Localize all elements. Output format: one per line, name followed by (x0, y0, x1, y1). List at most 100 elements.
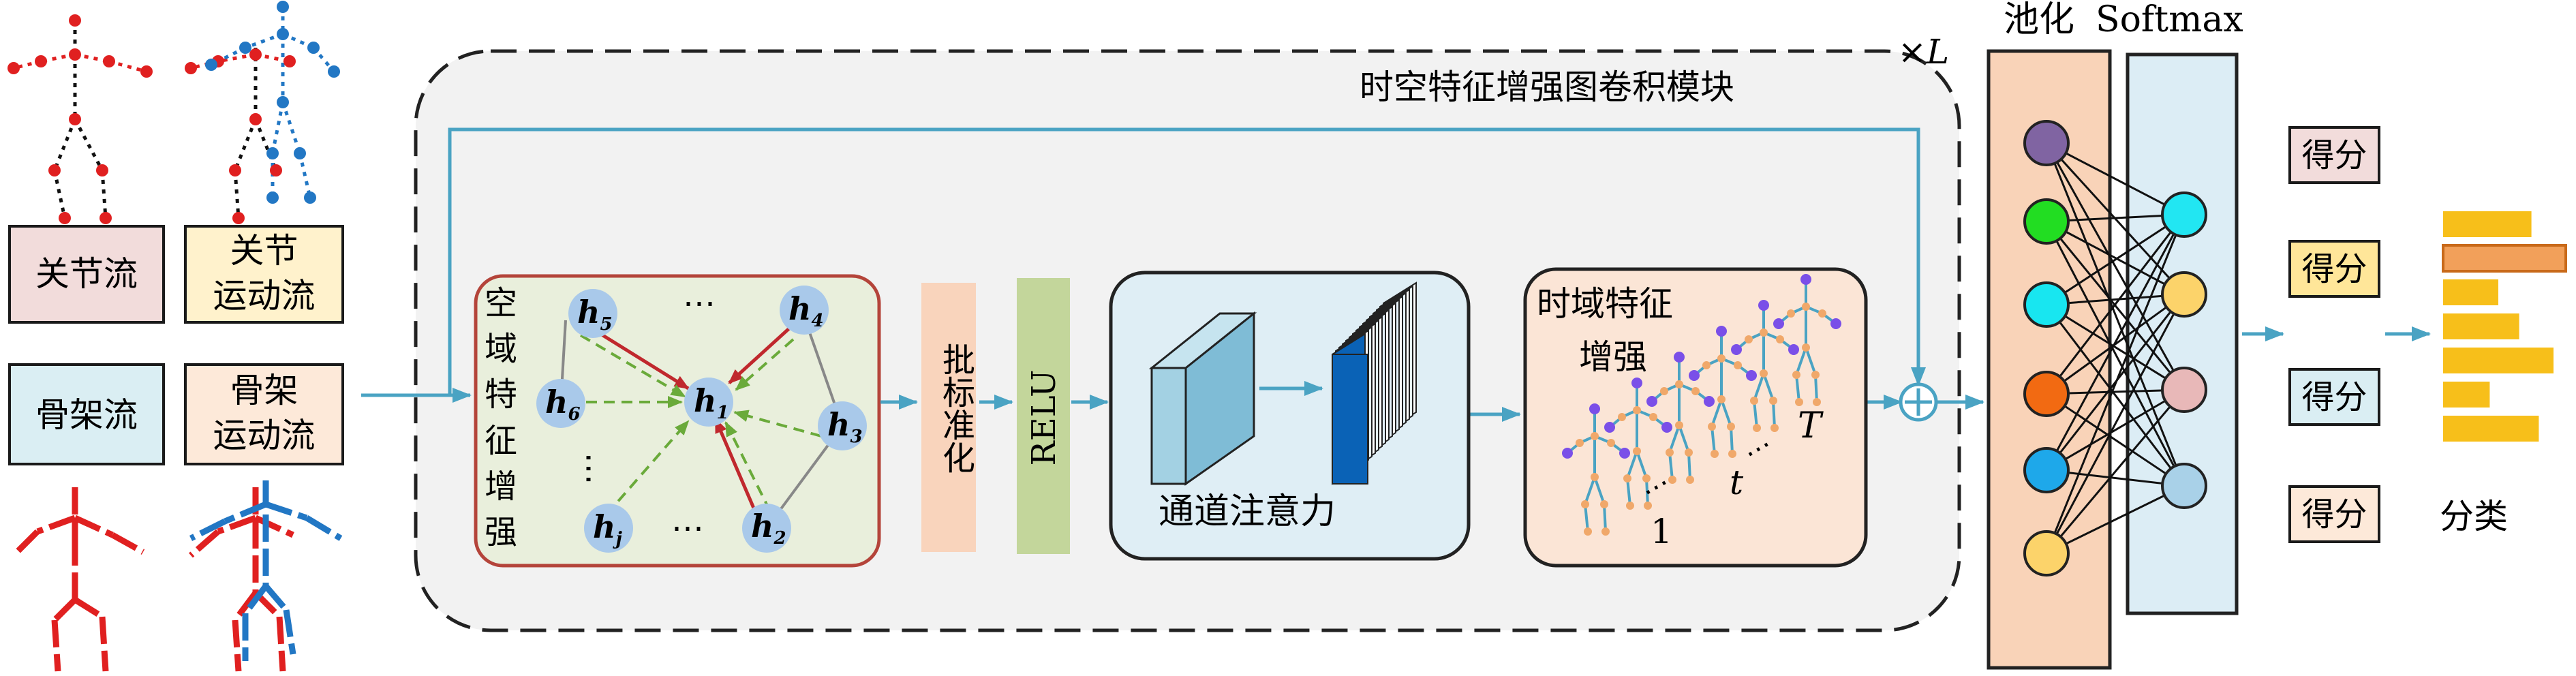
fc-line (2045, 294, 2186, 554)
skeleton-joint (1813, 398, 1821, 406)
fc-line (2046, 303, 2185, 391)
class-bar (2443, 416, 2539, 442)
score-box-3: 得分 (2288, 368, 2380, 426)
joint-stream-label: 关节流 (35, 254, 138, 294)
score-box-1: 得分 (2288, 126, 2380, 184)
fc-line (2046, 213, 2185, 306)
skeleton-joint (1649, 413, 1657, 421)
temporal-t: t (1730, 463, 1744, 502)
skeleton-joint (1631, 378, 1642, 388)
softmax-nodes (2161, 191, 2207, 509)
class-bar (2443, 211, 2532, 237)
fc-line (2046, 393, 2185, 487)
skeleton-joint (1760, 328, 1768, 337)
fc-line (2045, 142, 2186, 390)
skeleton-bone (1753, 373, 1765, 401)
skeleton-joint (1576, 439, 1584, 447)
skeleton-joint (1704, 396, 1715, 407)
fc-line (2046, 388, 2185, 472)
skeleton-joint (1717, 395, 1726, 403)
skeleton-joint (1802, 343, 1810, 352)
bone-motion-label-line2: 运动流 (213, 416, 316, 455)
skeleton-bone (1795, 347, 1807, 375)
skeleton-joint (1702, 361, 1711, 369)
skeleton-bone-motion-icon (189, 480, 343, 672)
skeleton-joint (1787, 309, 1795, 318)
node-h1: h1 (694, 382, 729, 424)
skeleton-joint (1591, 473, 1599, 481)
skeleton-joint (1623, 474, 1631, 482)
skeleton-joint (1618, 413, 1626, 421)
skeleton-joint (1753, 424, 1761, 432)
skeleton-bone (1772, 400, 1776, 429)
feature-block-icon (1148, 311, 1257, 486)
class-bar (2443, 348, 2554, 373)
skeleton-bone (1645, 478, 1649, 506)
temporal-label-line1: 时域特征 (1537, 284, 1673, 324)
skeleton-bone (1678, 425, 1690, 453)
joint-motion-label-line2: 运动流 (213, 276, 316, 316)
skeleton-joint (1800, 274, 1811, 285)
skeleton-joint (1716, 326, 1727, 337)
skeleton-joint (1770, 424, 1779, 432)
joint-motion-label-line1: 关节 (230, 231, 298, 271)
fc-line (2045, 214, 2186, 471)
fc-line (2046, 485, 2185, 555)
pooling-title: 池化 (2004, 0, 2075, 40)
skeleton-joint (1788, 344, 1799, 355)
softmax-title: Softmax (2096, 0, 2243, 40)
skeleton-joint (1584, 527, 1592, 536)
class-score-bars (2442, 211, 2567, 442)
skeleton-joint (1717, 354, 1726, 363)
skeleton-bone (1668, 452, 1674, 480)
fc-line (2045, 304, 2186, 487)
skeleton-joint (1708, 422, 1716, 431)
attention-slices-icon (1332, 281, 1417, 485)
skeleton-joint (1727, 422, 1735, 431)
skeleton-joint (1675, 421, 1683, 429)
skeleton-joint (1728, 450, 1736, 458)
skeleton-joint (1750, 397, 1758, 405)
skeleton-joint (1685, 448, 1693, 457)
skeleton-joint (1644, 502, 1652, 510)
softmax-column (2126, 52, 2239, 615)
node-h6: h6 (545, 384, 581, 425)
fc-line (2046, 142, 2185, 216)
class-bar (2443, 279, 2498, 305)
fc-line (2045, 221, 2186, 487)
skeleton-joint (1830, 318, 1841, 329)
skeleton-joint (1633, 406, 1641, 414)
class-bar (2442, 244, 2567, 273)
add-icon (1899, 382, 1938, 422)
skeleton-joint (1604, 422, 1615, 433)
graph-ellipsis-bottom: ⋯ (671, 509, 704, 547)
skeleton-joint (1711, 450, 1719, 458)
skeleton-joint (1776, 335, 1784, 343)
temporal-one: 1 (1651, 512, 1672, 551)
bone-stream-box: 骨架流 (8, 363, 165, 465)
skeleton-joint (1811, 371, 1820, 379)
skeleton-bone (1753, 400, 1758, 429)
class-bar (2443, 313, 2519, 339)
skeleton-joint (1734, 361, 1742, 369)
channel-attention-label: 通道注意力 (1159, 491, 1336, 532)
module-repeat: ×L (1898, 32, 1950, 72)
skeleton-bone (1668, 425, 1681, 453)
skeleton-joint (1607, 439, 1615, 447)
classification-label: 分类 (2440, 497, 2508, 536)
skeleton-joint (1686, 476, 1694, 484)
attention-slice-front (1332, 354, 1368, 485)
spatial-label: 空 域 特 征 增 强 (484, 284, 517, 551)
fc-line (2045, 389, 2186, 554)
skeleton-joint (1668, 476, 1676, 484)
skeleton-joint (1646, 396, 1657, 407)
skeleton-joint (1600, 500, 1608, 508)
skeleton-bone (1584, 476, 1596, 505)
class-bar (2443, 382, 2490, 408)
skeleton-joint (1619, 448, 1630, 459)
skeleton-bone (1711, 426, 1716, 455)
temporal-label-line2: 增强 (1579, 337, 1647, 377)
red-arrows (586, 324, 791, 515)
skeleton-joint (1661, 422, 1672, 433)
